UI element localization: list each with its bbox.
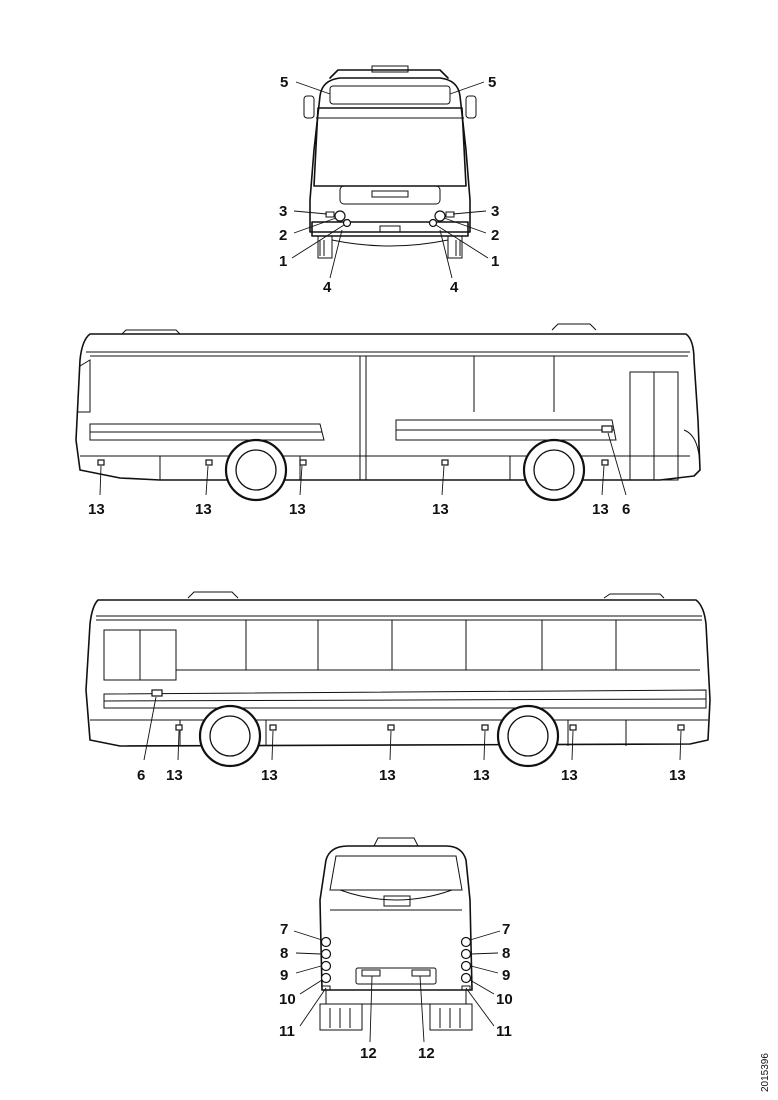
reference-code: 2015396 [760, 1053, 771, 1092]
label-1-right: 1 [491, 253, 499, 270]
label-1-left: 1 [279, 253, 287, 270]
label-13-b: 13 [261, 767, 278, 784]
label-4-left: 4 [323, 279, 332, 296]
label-11-left: 11 [279, 1023, 295, 1040]
label-10-left: 10 [279, 991, 296, 1008]
label-12-left: 12 [360, 1045, 377, 1062]
label-13-e: 13 [561, 767, 578, 784]
left-side-view: 6 13 13 13 13 13 13 [85, 591, 711, 784]
label-6: 6 [622, 501, 630, 518]
label-4-right: 4 [450, 279, 459, 296]
label-2-right: 2 [491, 227, 499, 244]
label-13-c: 13 [379, 767, 396, 784]
right-side-view: 13 13 13 13 13 6 [75, 323, 701, 518]
label-13-a: 13 [88, 501, 105, 518]
label-5-left: 5 [280, 74, 288, 91]
label-11-right: 11 [496, 1023, 512, 1040]
label-3-left: 3 [279, 203, 287, 220]
label-13-a: 13 [166, 767, 183, 784]
label-13-d: 13 [473, 767, 490, 784]
label-2-left: 2 [279, 227, 287, 244]
label-7-right: 7 [502, 921, 510, 938]
front-view: 5 5 3 2 1 4 3 2 1 4 [279, 65, 499, 296]
label-7-left: 7 [280, 921, 288, 938]
label-13-d: 13 [432, 501, 449, 518]
label-5-right: 5 [488, 74, 496, 91]
label-9-left: 9 [280, 967, 288, 984]
label-10-right: 10 [496, 991, 513, 1008]
label-13-f: 13 [669, 767, 686, 784]
rear-view: 7 8 9 10 11 7 8 9 10 11 12 12 [279, 837, 513, 1062]
label-9-right: 9 [502, 967, 510, 984]
label-12-right: 12 [418, 1045, 435, 1062]
label-13-e: 13 [592, 501, 609, 518]
label-8-right: 8 [502, 945, 510, 962]
label-8-left: 8 [280, 945, 288, 962]
label-3-right: 3 [491, 203, 499, 220]
label-6: 6 [137, 767, 145, 784]
label-13-b: 13 [195, 501, 212, 518]
label-13-c: 13 [289, 501, 306, 518]
